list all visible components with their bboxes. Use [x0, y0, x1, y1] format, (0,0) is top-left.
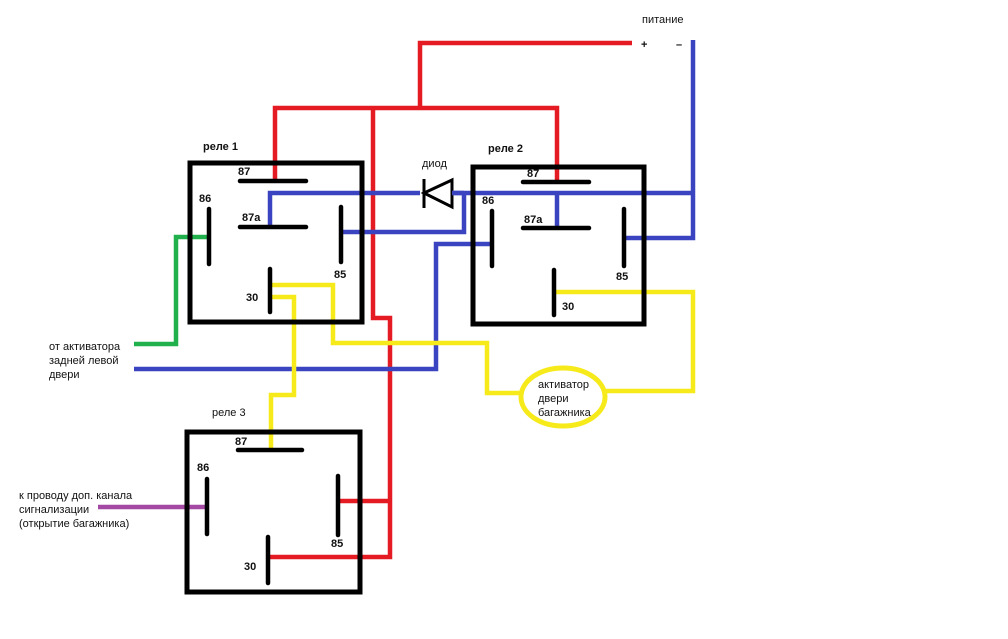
trunk-wires [268, 282, 696, 450]
svg-text:активатор: активатор [538, 379, 589, 391]
svg-text:сигнализации: сигнализации [19, 504, 89, 516]
diode-icon [420, 177, 454, 210]
power-label: питание [642, 14, 683, 26]
svg-text:от активатора: от активатора [49, 341, 121, 353]
relay-2-title: реле 2 [488, 143, 523, 155]
pin-label: 85 [616, 271, 628, 283]
pin-label: 85 [334, 269, 346, 281]
positive-wires [268, 40, 632, 560]
pin-label: 30 [244, 561, 256, 573]
relay-3 [184, 429, 363, 595]
pin-label: 85 [331, 538, 343, 550]
negative-wires [134, 40, 696, 372]
pin-label: 87 [235, 436, 247, 448]
diode-label: диод [422, 158, 447, 170]
trunk-actuator [518, 365, 608, 429]
pin-label: 86 [482, 195, 494, 207]
pin-label: 86 [199, 193, 211, 205]
svg-text:двери: двери [538, 393, 569, 405]
alarm-channel-label: к проводу доп. канала сигнализации (откр… [19, 490, 133, 530]
svg-text:задней левой: задней левой [49, 355, 119, 367]
pin-label: 87a [242, 212, 261, 224]
pin-label: 87 [238, 166, 250, 178]
svg-text:багажника: багажника [538, 407, 592, 419]
relay-3-title: реле 3 [212, 407, 246, 419]
svg-text:двери: двери [49, 369, 80, 381]
pin-label: 86 [197, 462, 209, 474]
door-signal-wire [134, 234, 210, 347]
door-actuator-label: от активатора задней левой двери [49, 341, 121, 381]
relay-2 [470, 164, 647, 327]
pin-label: 30 [246, 292, 258, 304]
minus-label: – [676, 39, 682, 51]
pin-label: 30 [562, 301, 574, 313]
relay-1 [187, 160, 365, 325]
pin-label: 87a [524, 214, 543, 226]
plus-label: + [641, 39, 647, 51]
pin-label: 87 [527, 168, 539, 180]
svg-text:(открытие багажника): (открытие багажника) [19, 518, 129, 530]
svg-text:к проводу доп. канала: к проводу доп. канала [19, 490, 133, 502]
relay-1-title: реле 1 [203, 141, 238, 153]
trunk-actuator-label: активатор двери багажника [538, 379, 592, 419]
